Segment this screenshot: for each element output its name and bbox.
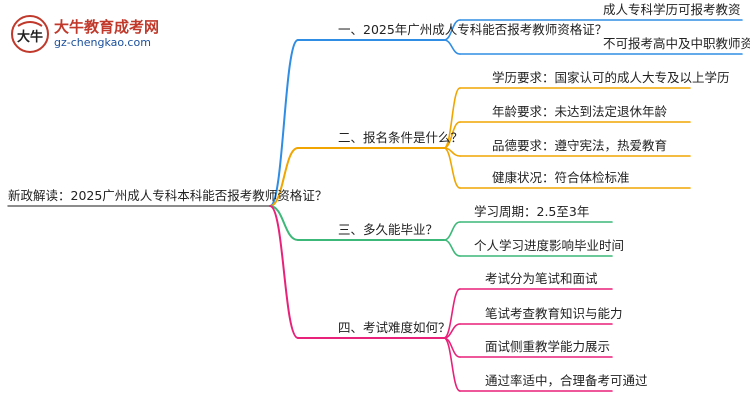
- branch-eligibility: 一、2025年广州成人专科能否报考教师资格证？: [338, 22, 608, 37]
- root-to-branch-connector: [269, 147, 299, 207]
- leaf-interview: 面试侧重教学能力展示: [485, 339, 611, 354]
- branch-to-leaf-connector: [443, 121, 461, 149]
- branch-to-leaf-connector: [443, 288, 461, 339]
- logo-site-url: gz-chengkao.com: [54, 36, 151, 49]
- leaf-pass-rate: 通过率适中，合理备考可通过: [485, 373, 648, 388]
- branch-requirements: 二、报名条件是什么？: [338, 130, 464, 145]
- leaf-study-period: 学习周期：2.5至3年: [474, 204, 590, 219]
- leaf-can-apply: 成人专科学历可报考教资: [603, 2, 741, 17]
- logo-mark-text: 大牛: [17, 29, 43, 45]
- leaf-age-requirement: 年龄要求：未达到法定退休年龄: [492, 104, 668, 119]
- root-to-branch-connector: [269, 39, 299, 207]
- logo-site-name: 大牛教育成考网: [54, 18, 160, 36]
- leaf-moral-requirement: 品德要求：遵守宪法，热爱教育: [492, 138, 668, 153]
- branch-exam-difficulty: 四、考试难度如何？: [338, 320, 451, 335]
- branch-to-leaf-connector: [443, 239, 461, 257]
- branch-to-leaf-connector: [443, 39, 461, 55]
- site-logo[interactable]: 大牛 大牛教育成考网 gz-chengkao.com: [10, 14, 160, 54]
- branch-graduation-time: 三、多久能毕业？: [338, 222, 439, 237]
- logo-mark-icon: 大牛: [11, 15, 49, 53]
- leaf-cannot-apply-highschool: 不可报考高中及中职教师资格证: [603, 36, 750, 51]
- leaf-written-exam: 笔试考查教育知识与能力: [485, 306, 623, 321]
- branch-to-leaf-connector: [443, 337, 461, 392]
- leaf-progress-impact: 个人学习进度影响毕业时间: [474, 238, 625, 253]
- branch-to-leaf-connector: [443, 19, 461, 41]
- branch-to-leaf-connector: [443, 147, 461, 189]
- root-to-branch-connector: [269, 205, 299, 339]
- leaf-education-requirement: 学历要求：国家认可的成人大专及以上学历: [492, 70, 730, 85]
- root-topic: 新政解读：2025广州成人专科本科能否报考教师资格证？: [8, 188, 328, 203]
- leaf-exam-format: 考试分为笔试和面试: [485, 271, 598, 286]
- leaf-health-requirement: 健康状况：符合体检标准: [492, 170, 630, 185]
- branch-to-leaf-connector: [443, 221, 461, 241]
